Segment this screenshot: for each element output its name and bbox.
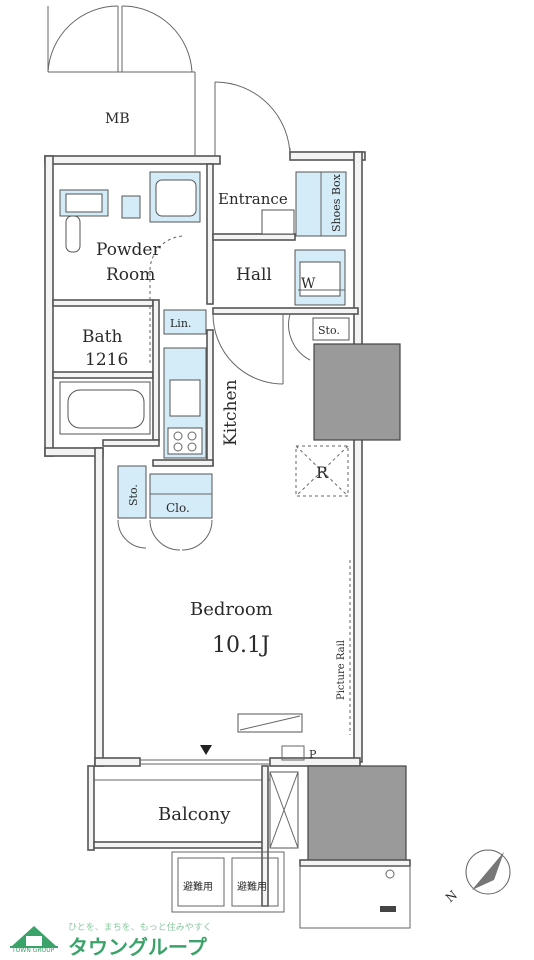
evac-hatch-label-1: 避難用 (183, 880, 213, 893)
bath-label-2: 1216 (85, 350, 128, 370)
w-label: W (301, 276, 316, 292)
closet-label: Clo. (166, 501, 190, 515)
logo-brand-name: タウングループ (68, 935, 207, 959)
hall-washer (294, 249, 346, 306)
refrigerator-space (295, 445, 349, 497)
kitchen-label: Kitchen (221, 380, 241, 446)
linen-box (163, 309, 207, 335)
hall-storage-label: Sto. (318, 324, 340, 337)
outer-walls (44, 151, 366, 767)
entrance-label: Entrance (218, 190, 288, 208)
linen-label: Lin. (170, 317, 191, 330)
logo-house-icon (10, 926, 58, 948)
powder-room-label-1: Powder (96, 240, 161, 260)
compass-rose (465, 849, 511, 895)
interior-walls (52, 163, 359, 467)
powder-room-label-2: Room (106, 265, 155, 285)
mb-label: MB (105, 111, 130, 127)
company-logo: TOWN GROUP ひとを、まちを、もっと住みやすく タウングループ (8, 920, 248, 959)
hall-storage-box (312, 317, 350, 341)
powder-room-fixtures (59, 171, 201, 300)
bedroom-size-label: 10.1J (212, 633, 270, 658)
entrance-fixtures (261, 171, 347, 237)
evac-hatch-label-2: 避難用 (237, 880, 267, 893)
entrance-door (214, 81, 291, 159)
pipe-space-label: P (309, 748, 317, 761)
bath-label-1: Bath (82, 327, 122, 347)
bath-fixtures (59, 306, 151, 435)
picture-rail-label: Picture Rail (336, 640, 347, 700)
kitchen-counter (163, 347, 207, 459)
balcony-area (87, 765, 411, 929)
mb-area (47, 5, 196, 155)
compass-north-label: N (443, 888, 460, 905)
logo-mark-text: TOWN GROUP (12, 947, 55, 954)
shoes-box-label: Shoes Box (330, 173, 343, 232)
logo-tagline: ひとを、まちを、もっと住みやすく (68, 923, 212, 933)
hall-label: Hall (236, 265, 272, 285)
hall-doors (212, 313, 311, 385)
column-block (313, 343, 401, 441)
air-conditioner (237, 713, 303, 733)
pipe-space (281, 745, 305, 761)
bedroom-storage (117, 465, 213, 551)
balcony-label: Balcony (158, 804, 231, 825)
window-marker (200, 745, 212, 755)
bedroom-storage-label: Sto. (127, 484, 140, 506)
bedroom-label: Bedroom (190, 599, 273, 620)
refrigerator-label: R (316, 463, 329, 482)
